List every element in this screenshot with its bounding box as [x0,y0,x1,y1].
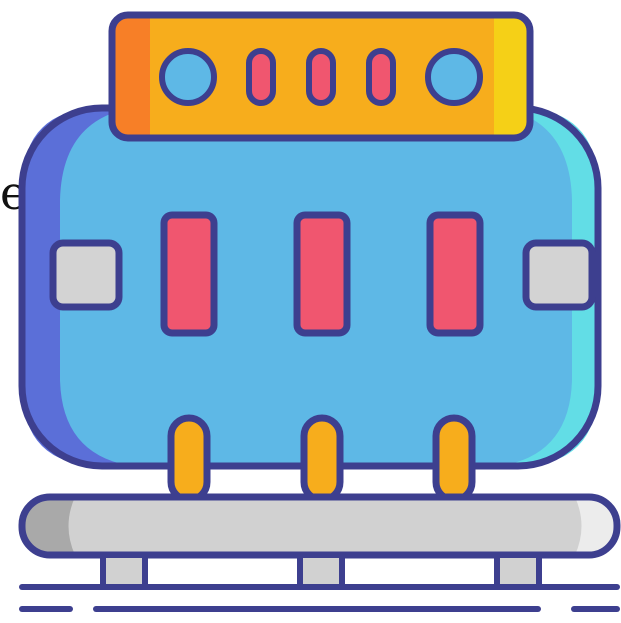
top-unit [108,11,534,142]
window-left [160,211,218,337]
support-center [300,414,344,504]
support-left [167,414,211,504]
top-dot-left [159,48,217,106]
rail-highlight [575,497,617,555]
side-panel-left [49,239,123,311]
rail-leg-left [100,552,148,590]
rail-fill [22,497,617,555]
body-shadow [22,108,132,466]
top-slot-3 [366,48,396,106]
top-unit-outline [108,11,534,142]
top-slot-1 [246,48,276,106]
top-unit-right-accent [494,15,530,138]
rail-leg-center [297,552,345,590]
window-center [293,211,351,337]
top-unit-left-accent [112,15,150,138]
rail-leg-right [494,552,542,590]
side-panel-right [522,239,596,311]
rail-beam [18,493,621,559]
top-dot-right [425,48,483,106]
body-highlight [500,108,598,466]
support-right [432,414,476,504]
window-right [426,211,484,337]
top-slot-2 [306,48,336,106]
rail-shadow [22,497,75,555]
